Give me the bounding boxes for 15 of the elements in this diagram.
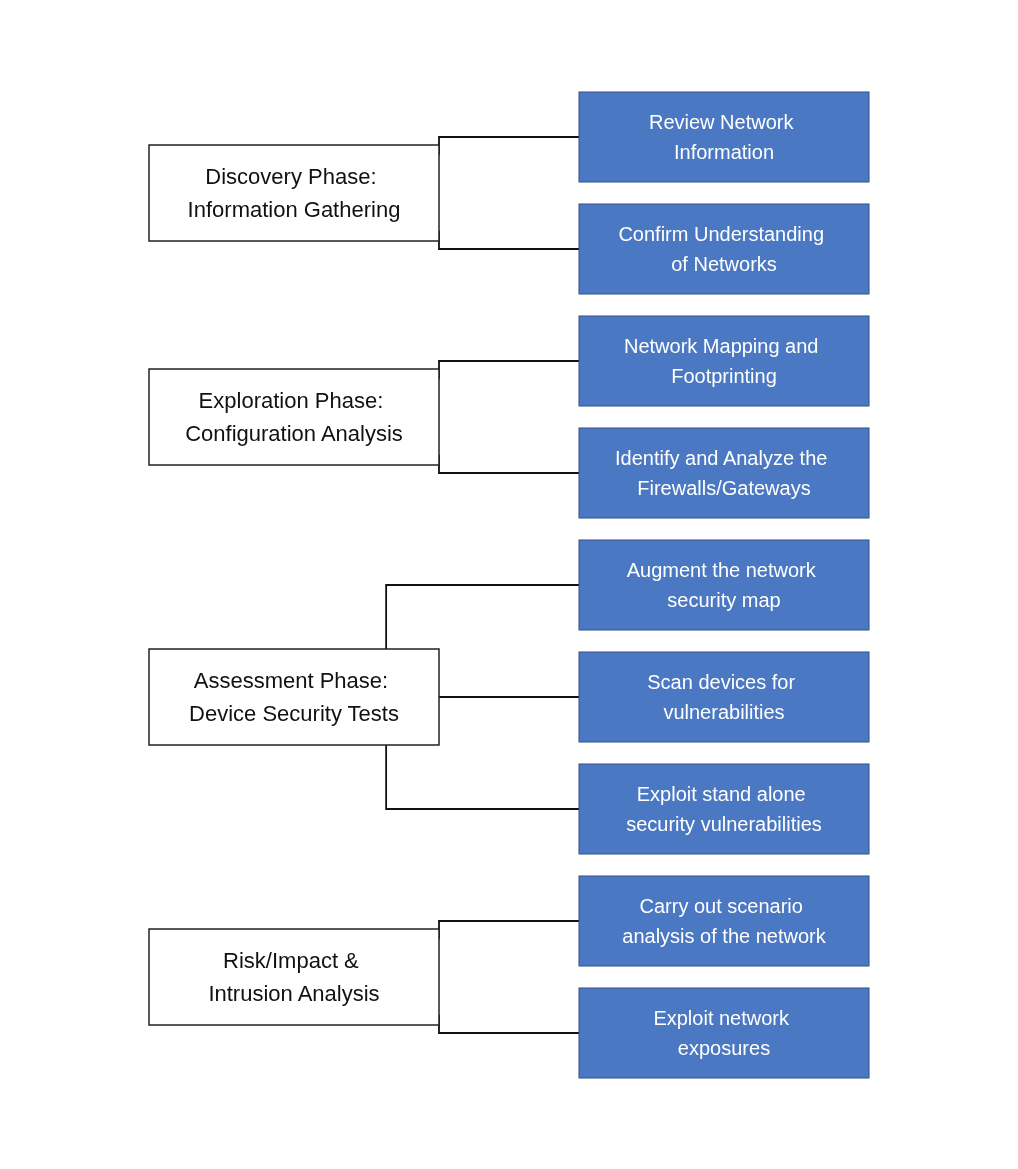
- node-box: Review Network Information: [578, 91, 870, 182]
- node-box: Exploration Phase: Configuration Analysis: [148, 367, 440, 466]
- node-box: Risk/Impact & Intrusion Analysis: [148, 927, 440, 1026]
- node-box: Assessment Phase: Device Security Tests: [148, 647, 440, 746]
- node-box: Carry out scenario analysis of the network: [578, 875, 870, 966]
- node-box: Network Mapping and Footprinting: [578, 315, 870, 406]
- node-box: Confirm Understanding of Networks: [578, 203, 870, 294]
- node-box: Identify and Analyze the Firewalls/Gateways: [578, 427, 870, 518]
- node-box: Scan devices for vulnerabilities: [578, 651, 870, 742]
- connector: [385, 583, 580, 650]
- node-box: Discovery Phase: Information Gathering: [148, 143, 440, 242]
- node-box: Augment the network security map: [578, 539, 870, 630]
- node-box: Exploit stand alone security vulnerabilities: [578, 763, 870, 854]
- connector: [385, 743, 580, 810]
- node-box: Exploit network exposures: [578, 987, 870, 1078]
